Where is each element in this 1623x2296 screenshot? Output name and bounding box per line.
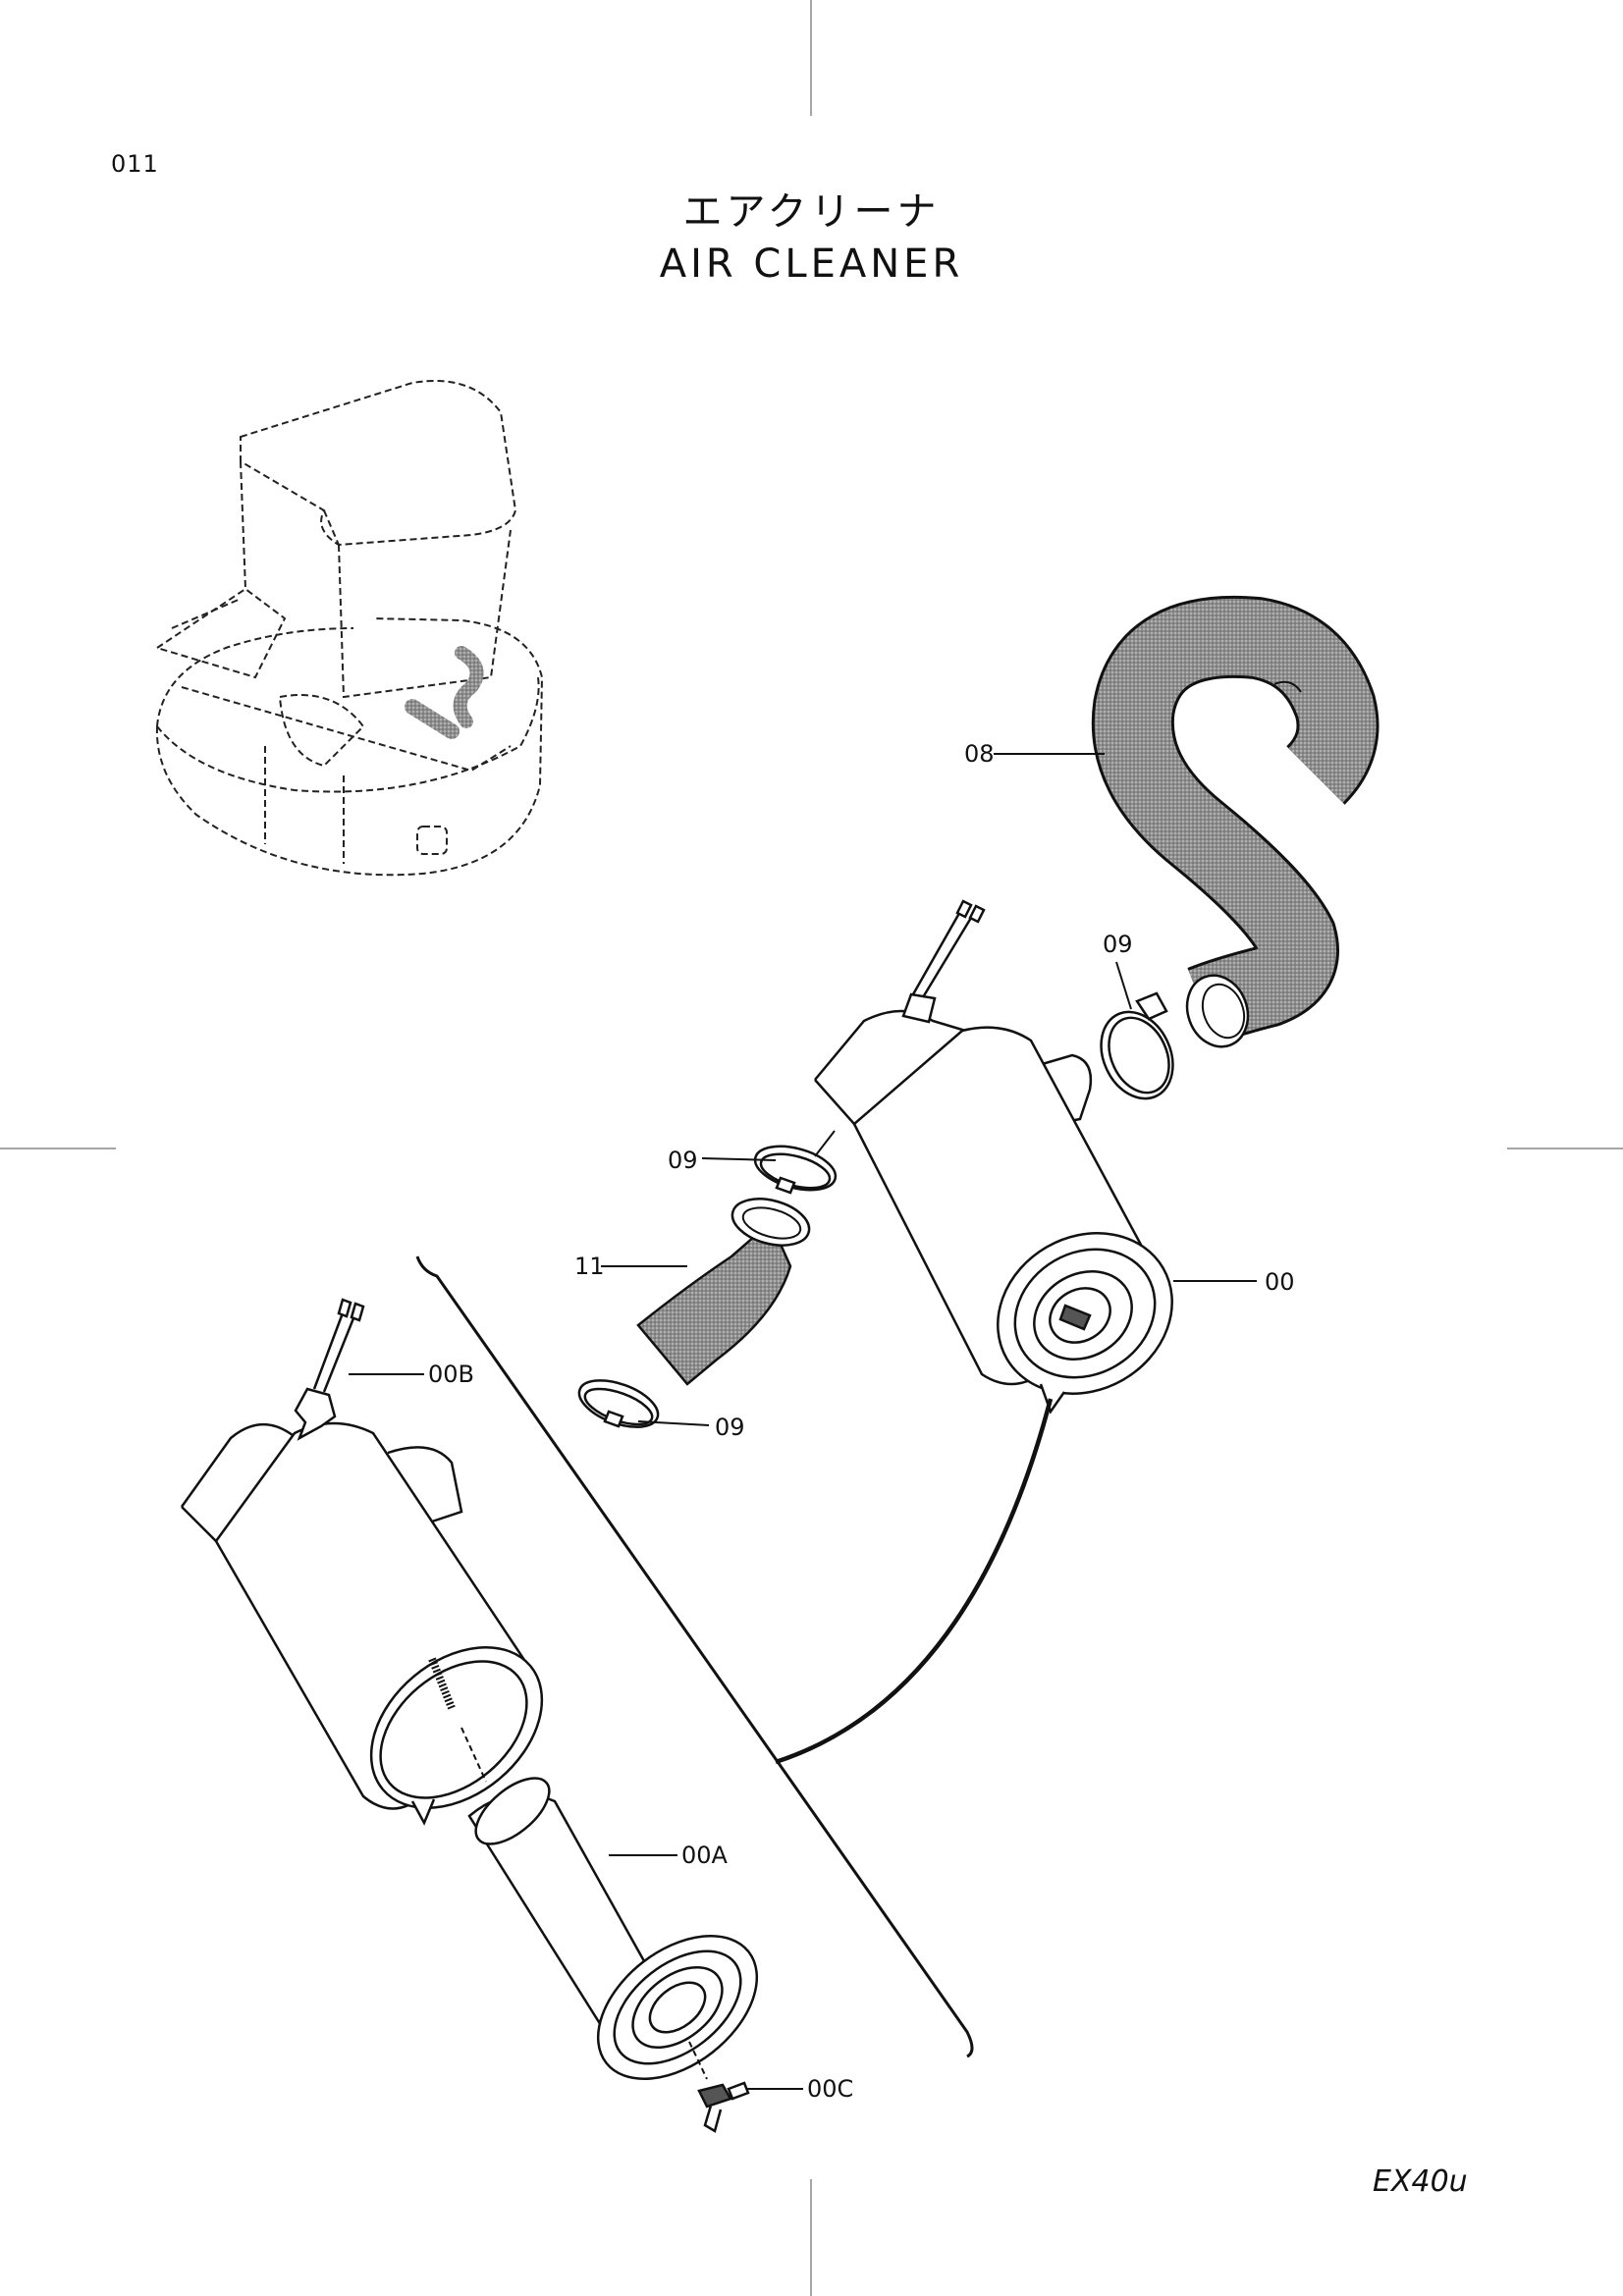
overview-highlight-hose xyxy=(405,646,484,739)
wing-nut-00C xyxy=(697,2081,750,2133)
filter-element-00A xyxy=(467,1777,759,2081)
leader-lines xyxy=(349,753,1257,2090)
callout-09-top: 09 xyxy=(1103,931,1133,958)
callout-09-bottom: 09 xyxy=(715,1414,745,1441)
callout-00: 00 xyxy=(1265,1268,1295,1296)
page-number: 011 xyxy=(111,150,159,178)
callout-00C: 00C xyxy=(807,2075,853,2103)
callout-00A: 00A xyxy=(681,1842,729,1869)
pressure-switch-00B xyxy=(294,1298,365,1441)
mounting-stud xyxy=(428,1657,487,1783)
air-cleaner-assembly-00 xyxy=(814,1009,1173,1415)
intake-hose-11 xyxy=(636,1198,811,1386)
restriction-indicator-sensor xyxy=(901,899,986,1024)
excavator-overview-icon xyxy=(154,380,544,877)
s-hose-08 xyxy=(1091,595,1380,1048)
hose-clamp-09-mid xyxy=(753,1145,838,1195)
callout-08: 08 xyxy=(964,740,995,768)
callout-11: 11 xyxy=(574,1253,605,1280)
hose-clamp-09-bottom xyxy=(577,1379,660,1428)
title-japanese: エアクリーナ xyxy=(682,189,941,235)
title-block: エアクリーナ AIR CLEANER xyxy=(0,187,1623,291)
callout-09-mid: 09 xyxy=(668,1147,698,1174)
title-english: AIR CLEANER xyxy=(659,241,964,287)
exploded-view-boundary xyxy=(415,1255,1054,2058)
model-code: EX40u xyxy=(1373,2164,1468,2199)
hose-clamp-09-top xyxy=(1100,991,1174,1100)
callout-00B: 00B xyxy=(428,1361,474,1388)
cleaner-body-exploded xyxy=(180,1421,544,1826)
